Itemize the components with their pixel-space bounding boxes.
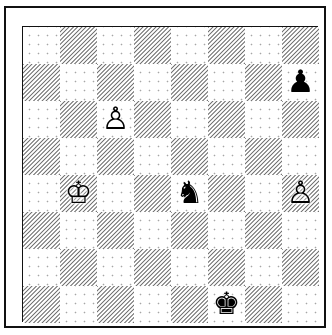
dark-square[interactable] <box>134 175 171 212</box>
dark-square[interactable] <box>208 175 245 212</box>
light-square[interactable] <box>208 138 245 175</box>
light-square[interactable] <box>171 249 208 286</box>
light-square[interactable] <box>60 64 97 101</box>
dark-square[interactable] <box>97 212 134 249</box>
dark-square[interactable] <box>134 27 171 64</box>
dark-square[interactable] <box>171 286 208 323</box>
light-square[interactable] <box>60 286 97 323</box>
dark-square[interactable] <box>208 27 245 64</box>
black-pawn-icon[interactable]: ♟ <box>282 64 319 101</box>
light-square[interactable]: ♚ <box>208 286 245 323</box>
light-square[interactable]: ♟ <box>282 64 319 101</box>
light-square[interactable] <box>134 138 171 175</box>
light-square[interactable] <box>23 101 60 138</box>
dark-square[interactable] <box>282 27 319 64</box>
chess-board: ♟♙♔♞♙♚ <box>22 26 318 322</box>
light-square[interactable] <box>282 286 319 323</box>
light-square[interactable] <box>97 249 134 286</box>
light-square[interactable] <box>134 64 171 101</box>
dark-square[interactable] <box>171 138 208 175</box>
light-square[interactable]: ♞ <box>171 175 208 212</box>
light-square[interactable] <box>171 101 208 138</box>
light-square[interactable] <box>208 64 245 101</box>
light-square[interactable] <box>134 212 171 249</box>
dark-square[interactable] <box>245 138 282 175</box>
dark-square[interactable] <box>134 101 171 138</box>
light-square[interactable] <box>245 249 282 286</box>
dark-square[interactable] <box>282 101 319 138</box>
black-knight-icon[interactable]: ♞ <box>171 175 208 212</box>
dark-square[interactable] <box>171 64 208 101</box>
dark-square[interactable] <box>134 249 171 286</box>
light-square[interactable] <box>60 212 97 249</box>
light-square[interactable] <box>60 138 97 175</box>
dark-square[interactable] <box>97 286 134 323</box>
dark-square[interactable] <box>23 64 60 101</box>
dark-square[interactable] <box>171 212 208 249</box>
light-square[interactable] <box>97 175 134 212</box>
dark-square[interactable] <box>60 27 97 64</box>
black-king-icon[interactable]: ♚ <box>208 286 245 323</box>
dark-square[interactable] <box>97 64 134 101</box>
light-square[interactable] <box>245 175 282 212</box>
light-square[interactable] <box>245 27 282 64</box>
dark-square[interactable] <box>23 138 60 175</box>
dark-square[interactable] <box>23 212 60 249</box>
dark-square[interactable] <box>245 212 282 249</box>
light-square[interactable] <box>208 212 245 249</box>
light-square[interactable]: ♙ <box>97 101 134 138</box>
light-square[interactable] <box>171 27 208 64</box>
dark-square[interactable] <box>60 249 97 286</box>
dark-square[interactable] <box>245 286 282 323</box>
dark-square[interactable]: ♙ <box>282 175 319 212</box>
light-square[interactable] <box>23 249 60 286</box>
white-pawn-icon[interactable]: ♙ <box>282 175 319 212</box>
dark-square[interactable] <box>60 101 97 138</box>
dark-square[interactable] <box>208 249 245 286</box>
light-square[interactable] <box>282 138 319 175</box>
dark-square[interactable] <box>245 64 282 101</box>
dark-square[interactable] <box>23 286 60 323</box>
dark-square[interactable] <box>97 138 134 175</box>
light-square[interactable] <box>23 27 60 64</box>
dark-square[interactable]: ♔ <box>60 175 97 212</box>
light-square[interactable] <box>134 286 171 323</box>
board-frame: ♟♙♔♞♙♚ <box>4 6 326 328</box>
dark-square[interactable] <box>282 249 319 286</box>
white-king-icon[interactable]: ♔ <box>60 175 97 212</box>
white-pawn-icon[interactable]: ♙ <box>97 101 134 138</box>
light-square[interactable] <box>23 175 60 212</box>
light-square[interactable] <box>282 212 319 249</box>
light-square[interactable] <box>245 101 282 138</box>
light-square[interactable] <box>97 27 134 64</box>
dark-square[interactable] <box>208 101 245 138</box>
